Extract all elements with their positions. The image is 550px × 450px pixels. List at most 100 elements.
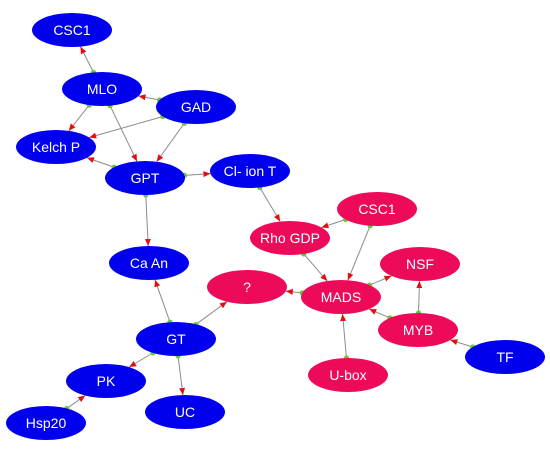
node-shape	[66, 364, 146, 398]
edge-arrowhead	[129, 360, 137, 368]
edge-arrowhead	[416, 280, 423, 289]
edge-mlo-kelch	[68, 102, 92, 132]
node-shape	[145, 395, 225, 429]
node-shape	[378, 313, 458, 347]
edge-arrowhead	[89, 132, 97, 139]
node-label: MLO	[87, 81, 117, 97]
node-shape	[337, 192, 417, 226]
node-shape	[105, 161, 185, 195]
edge-arrowhead	[285, 288, 294, 295]
edge-arrowhead	[219, 301, 227, 309]
edge-arrowhead	[77, 395, 86, 403]
node-label: UC	[175, 404, 195, 420]
node-shape	[308, 358, 388, 392]
edge-arrowhead	[203, 171, 211, 178]
node-csc1-blue[interactable]: CSC1	[32, 13, 112, 47]
node-uc[interactable]: UC	[145, 395, 225, 429]
edge-myb-nsf	[415, 280, 423, 316]
edge-gad-kelch	[89, 113, 166, 139]
edge-gt-pk	[128, 350, 156, 368]
node-shape	[207, 270, 287, 304]
node-shape	[32, 13, 112, 47]
node-gad[interactable]: GAD	[156, 90, 236, 124]
node-label: MADS	[321, 289, 361, 305]
node-nsf[interactable]: NSF	[380, 247, 460, 281]
edge-arrowhead	[156, 154, 164, 162]
node-label: CSC1	[53, 22, 91, 38]
edge-arrowhead	[179, 387, 186, 396]
node-label: U-box	[329, 367, 366, 383]
node-ubox[interactable]: U-box	[308, 358, 388, 392]
edge-mlo-gpt	[107, 103, 138, 162]
node-shape	[16, 130, 96, 164]
node-gpt[interactable]: GPT	[105, 161, 185, 195]
edge-arrowhead	[144, 238, 151, 247]
node-rho-gdp[interactable]: Rho GDP	[250, 221, 330, 255]
node-label: TF	[496, 349, 513, 365]
edge-gpt-kelch	[86, 157, 117, 170]
node-label: Hsp20	[26, 415, 67, 431]
edge-line	[145, 194, 149, 247]
node-unknown[interactable]: ?	[207, 270, 287, 304]
edge-arrowhead	[80, 46, 87, 55]
node-hsp20[interactable]: Hsp20	[6, 406, 86, 440]
node-shape	[136, 322, 216, 356]
edge-line	[89, 116, 163, 138]
node-shape	[210, 154, 290, 188]
node-label: Kelch P	[32, 139, 80, 155]
node-csc1-red[interactable]: CSC1	[337, 192, 417, 226]
node-shape	[6, 406, 86, 440]
edge-arrowhead	[321, 222, 330, 229]
edge-line	[342, 313, 347, 359]
node-shape	[250, 221, 330, 255]
node-myb[interactable]: MYB	[378, 313, 458, 347]
node-pk[interactable]: PK	[66, 364, 146, 398]
node-shape	[109, 246, 189, 280]
edge-arrowhead	[450, 339, 458, 345]
node-label: Rho GDP	[260, 230, 320, 246]
node-shape	[465, 340, 545, 374]
node-ca-an[interactable]: Ca An	[109, 246, 189, 280]
node-tf[interactable]: TF	[465, 340, 545, 374]
edge-line	[109, 105, 138, 162]
edge-csc1_red-mads	[347, 223, 373, 281]
edge-line	[154, 279, 171, 323]
edge-mlo-csc1_blue	[80, 46, 97, 75]
node-mlo[interactable]: MLO	[62, 72, 142, 106]
edge-arrowhead	[86, 157, 95, 163]
edge-arrowhead	[320, 273, 328, 282]
node-label: Ca An	[130, 255, 168, 271]
edge-arrowhead	[154, 279, 161, 288]
node-label: GAD	[181, 99, 211, 115]
edge-gt-ca_an	[154, 279, 173, 325]
edge-arrowhead	[68, 123, 76, 131]
node-label: NSF	[406, 256, 434, 272]
edge-gt-unknown	[193, 301, 228, 327]
edge-gpt-ca_an	[143, 192, 151, 247]
node-shape	[380, 247, 460, 281]
node-cl-ion[interactable]: Cl- ion T	[210, 154, 290, 188]
node-label: GPT	[131, 170, 160, 186]
node-label: CSC1	[358, 201, 396, 217]
edge-arrowhead	[131, 153, 137, 162]
nodes-layer: CSC1 MLO GAD Kelch P GPT Cl- ion T Ca An	[6, 13, 545, 440]
node-label: ?	[243, 279, 251, 295]
edge-arrowhead	[340, 313, 347, 322]
node-mads[interactable]: MADS	[301, 280, 381, 314]
node-shape	[62, 72, 142, 106]
edge-cl_ion-rho_gdp	[257, 184, 281, 222]
edge-arrowhead	[273, 213, 281, 222]
node-shape	[301, 280, 381, 314]
node-gt[interactable]: GT	[136, 322, 216, 356]
edge-line	[347, 225, 371, 281]
node-kelch[interactable]: Kelch P	[16, 130, 96, 164]
edge-arrowhead	[347, 272, 354, 281]
node-shape	[156, 90, 236, 124]
edge-gad-gpt	[156, 120, 187, 163]
edge-rho_gdp-mads	[301, 251, 328, 282]
edge-arrowhead	[138, 94, 146, 101]
edge-arrowhead	[383, 275, 392, 282]
node-label: PK	[97, 373, 116, 389]
node-label: MYB	[403, 322, 433, 338]
